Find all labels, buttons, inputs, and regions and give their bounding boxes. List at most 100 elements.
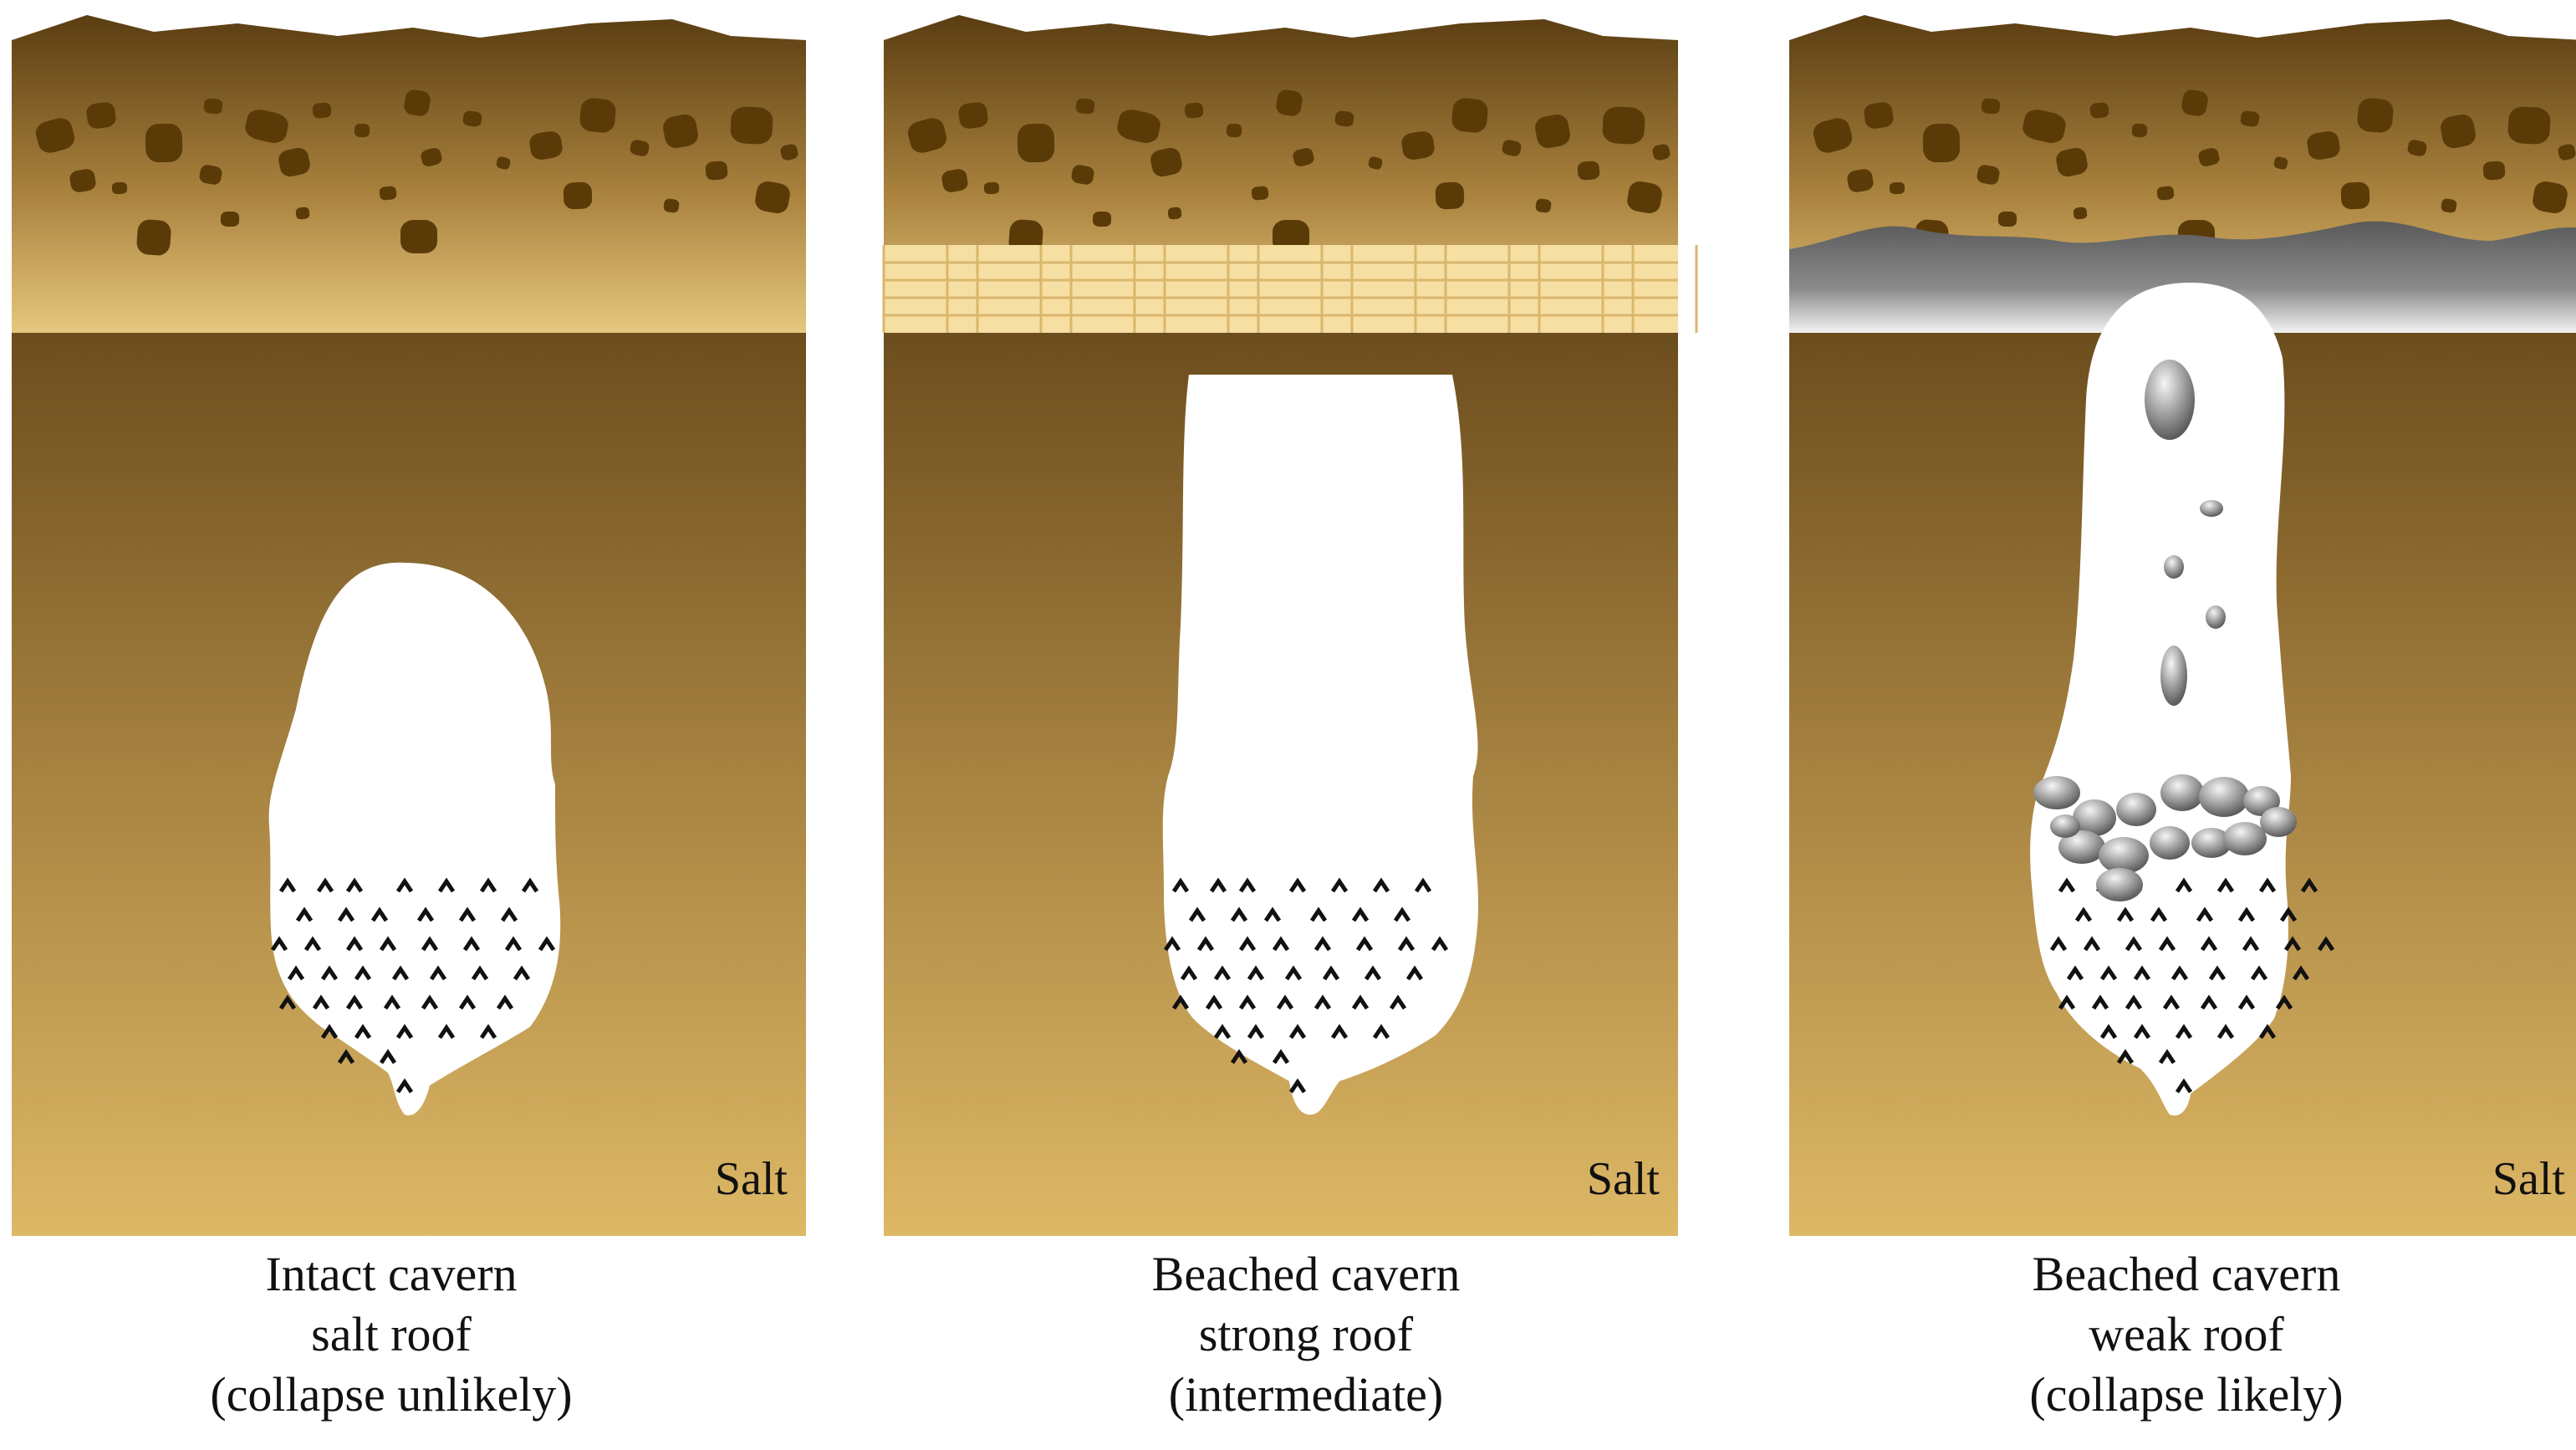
sediment-mark [1272,1049,1290,1065]
sediment-mark [416,906,435,922]
sediment-mark [521,877,539,893]
sediment-mark [354,1024,372,1039]
overburden-rock [2307,131,2340,160]
overburden-rock [1813,118,1853,153]
sediment-mark [395,1024,414,1039]
overburden-rock [199,165,222,185]
overburden-rock [1847,169,1874,192]
sediment-mark [312,994,330,1010]
caption-line-3: (collapse unlikely) [210,1367,573,1422]
sediment-mark [2216,877,2235,893]
overburden-rock [2482,161,2506,181]
caption-weak-roof-cavern: Beached cavern weak roof (collapse likel… [1793,1244,2576,1425]
overburden-rock [1502,140,1522,156]
sediment-mark [2116,906,2135,922]
overburden-rock [2240,110,2260,127]
sediment-mark [337,906,355,922]
sediment-mark [2208,965,2227,981]
overburden-rock [2023,110,2066,143]
sediment-mark [345,936,364,952]
overburden-rock [1535,114,1570,149]
sediment-mark [1171,877,1190,893]
sediment-mark [1322,965,1340,981]
collapse-debris [2145,360,2195,440]
sediment-mark [471,965,489,981]
sediment-mark [1163,936,1181,952]
collapse-debris [2073,799,2116,836]
collapse-debris [2050,814,2080,838]
sediment-mark [278,994,297,1010]
overburden-rock [421,148,442,166]
sediment-mark [2099,1024,2118,1039]
overburden-rock [2073,207,2088,220]
sediment-mark [1288,1024,1307,1039]
collapse-debris [2096,868,2143,901]
overburden-rock [2507,106,2551,145]
sediment-mark [479,877,497,893]
sediment-mark [1372,1024,1390,1039]
sediment-mark [395,877,414,893]
sediment-mark [2125,994,2143,1010]
overburden-rock [1602,106,1645,145]
overburden-rock [35,118,75,153]
overburden-rock [1922,123,1961,163]
sediment-mark [1351,994,1370,1010]
sediment-mark [2300,877,2318,893]
sediment-mark [2083,936,2101,952]
caption-intact-cavern: Intact cavern salt roof (collapse unlike… [0,1244,784,1425]
collapse-debris [2223,822,2267,855]
sediment-mark [2175,1024,2193,1039]
sediment-mark [462,936,481,952]
sediment-mark [1247,1024,1265,1039]
collapse-debris [2033,776,2080,809]
sediment-mark [437,1024,456,1039]
cavern [1162,375,1479,1115]
sediment-mark [2196,906,2214,922]
overburden-rock [86,102,116,129]
overburden-rock [780,144,798,161]
overburden-rock [1451,98,1488,133]
overburden-rock [111,181,128,195]
overburden-rock [379,186,397,201]
sediment-mark [1309,906,1328,922]
collapse-debris [2191,828,2232,858]
overburden-rock [2273,156,2288,170]
overburden-rock [1535,198,1552,213]
overburden-rock [1577,161,1600,181]
collapse-debris [2116,793,2156,826]
sediment-mark [1238,877,1257,893]
sediment-mark [1355,936,1374,952]
sediment-mark [1263,906,1282,922]
sediment-mark [2216,1024,2235,1039]
sediment-mark [1171,994,1190,1010]
sediment-mark [1314,994,1332,1010]
overburden-rock [730,106,773,145]
panel-weak-roof-cavern: Salt [1789,15,2576,1236]
overburden-rock [245,110,288,143]
overburden-rock [2089,102,2109,119]
overburden-rock [404,89,431,116]
sediment-mark [2175,1078,2193,1094]
sediment-mark [1389,994,1407,1010]
caption-strong-roof-cavern: Beached cavern strong roof (intermediate… [913,1244,1699,1425]
overburden-rock [295,207,310,220]
caption-line-2: salt roof [311,1307,472,1361]
overburden-rock [1977,165,2000,185]
sediment-mark [295,906,314,922]
sediment-mark [496,994,514,1010]
sediment-mark [1431,936,1449,952]
sediment-mark [278,877,297,893]
sediment-mark [2258,1024,2277,1039]
sediment-mark [2133,1024,2151,1039]
overburden-rock [1184,102,1204,119]
overburden-rock [1401,131,1435,160]
sediment-mark [2074,906,2093,922]
sediment-mark [504,936,523,952]
caption-line-1: Beached cavern [1151,1247,1461,1301]
overburden-rock [278,147,310,177]
sediment-mark [2250,965,2268,981]
sediment-mark [2066,965,2084,981]
sediment-mark [2150,906,2168,922]
overburden-rock [2131,123,2148,138]
collapse-debris [2260,807,2297,837]
